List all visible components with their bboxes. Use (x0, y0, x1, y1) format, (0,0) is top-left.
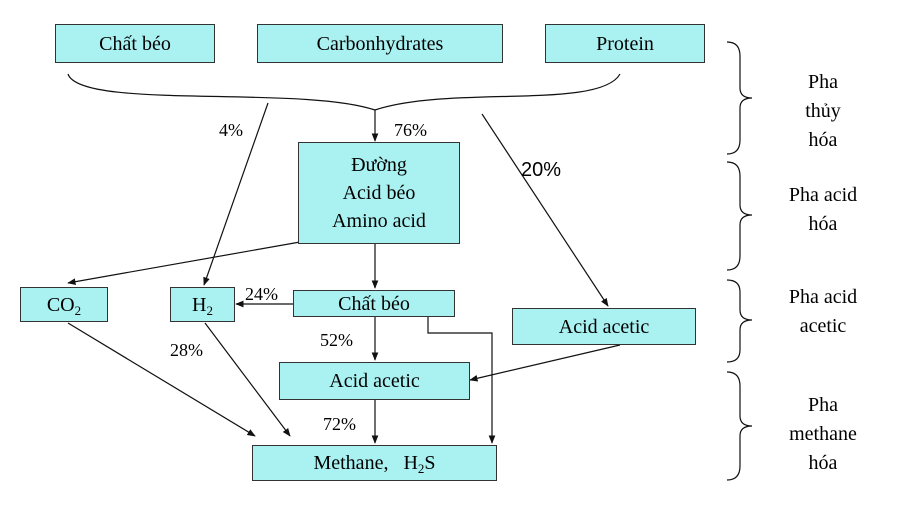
arrow-fat2-to-methane (427, 317, 496, 444)
merge-brace (67, 73, 621, 111)
co2-box: CO2 (20, 287, 108, 322)
acetic-right-box: Acid acetic (512, 308, 696, 345)
input-protein-box: Protein (545, 24, 705, 63)
fat2-box: Chất béo (293, 290, 455, 317)
pct-24: 24% (245, 284, 278, 304)
pct-52: 52% (320, 330, 353, 350)
input-fat-label: Chất béo (99, 32, 171, 55)
input-fat-box: Chất béo (55, 24, 215, 63)
intermediate-line-fatty-acid: Acid béo (342, 182, 416, 204)
pct-76: 76% (394, 120, 427, 140)
pct-20: 20% (521, 159, 562, 181)
pct-72: 72% (323, 414, 356, 434)
arrow-4pct-to-h2 (203, 102, 269, 286)
acetic-center-box: Acid acetic (279, 362, 470, 400)
acetic-center-label: Acid acetic (329, 370, 420, 392)
phase-brace-acetogenesis (726, 279, 753, 363)
arrow-h2-to-methane (204, 322, 291, 437)
input-carbohydrates-label: Carbonhydrates (316, 32, 444, 55)
intermediate-box: Đường Acid béo Amino acid (298, 142, 460, 244)
arrow-intermediate-to-co2 (67, 241, 301, 285)
acetic-right-label: Acid acetic (558, 315, 650, 338)
phase-acetogenesis: Pha acid acetic (788, 286, 858, 337)
arrow-20pct-to-acetic (481, 113, 609, 307)
phase-hydrolysis: Pha thủy hóa (805, 71, 841, 151)
pct-28: 28% (170, 340, 203, 360)
input-protein-label: Protein (596, 32, 654, 55)
phase-methanogenesis: Pha methane hóa (789, 394, 857, 474)
methane-label: Methane, H2S (313, 452, 436, 476)
input-carbohydrates-box: Carbonhydrates (257, 24, 503, 63)
h2-label: H2 (192, 293, 213, 318)
co2-label: CO2 (46, 293, 82, 318)
intermediate-line-sugar: Đường (351, 154, 407, 176)
fat2-label: Chất béo (338, 292, 410, 315)
arrow-co2-to-methane (67, 322, 256, 437)
h2-box: H2 (170, 287, 235, 322)
arrow-acetic-right-to-center (469, 344, 621, 382)
phase-brace-methanogenesis (726, 371, 753, 481)
phase-acidogenesis: Pha acid hóa (788, 184, 858, 235)
phase-brace-hydrolysis (726, 41, 753, 155)
intermediate-line-amino-acid: Amino acid (332, 210, 426, 232)
phase-brace-acidogenesis (726, 161, 753, 271)
methane-box: Methane, H2S (252, 445, 497, 481)
pct-4: 4% (219, 120, 243, 140)
